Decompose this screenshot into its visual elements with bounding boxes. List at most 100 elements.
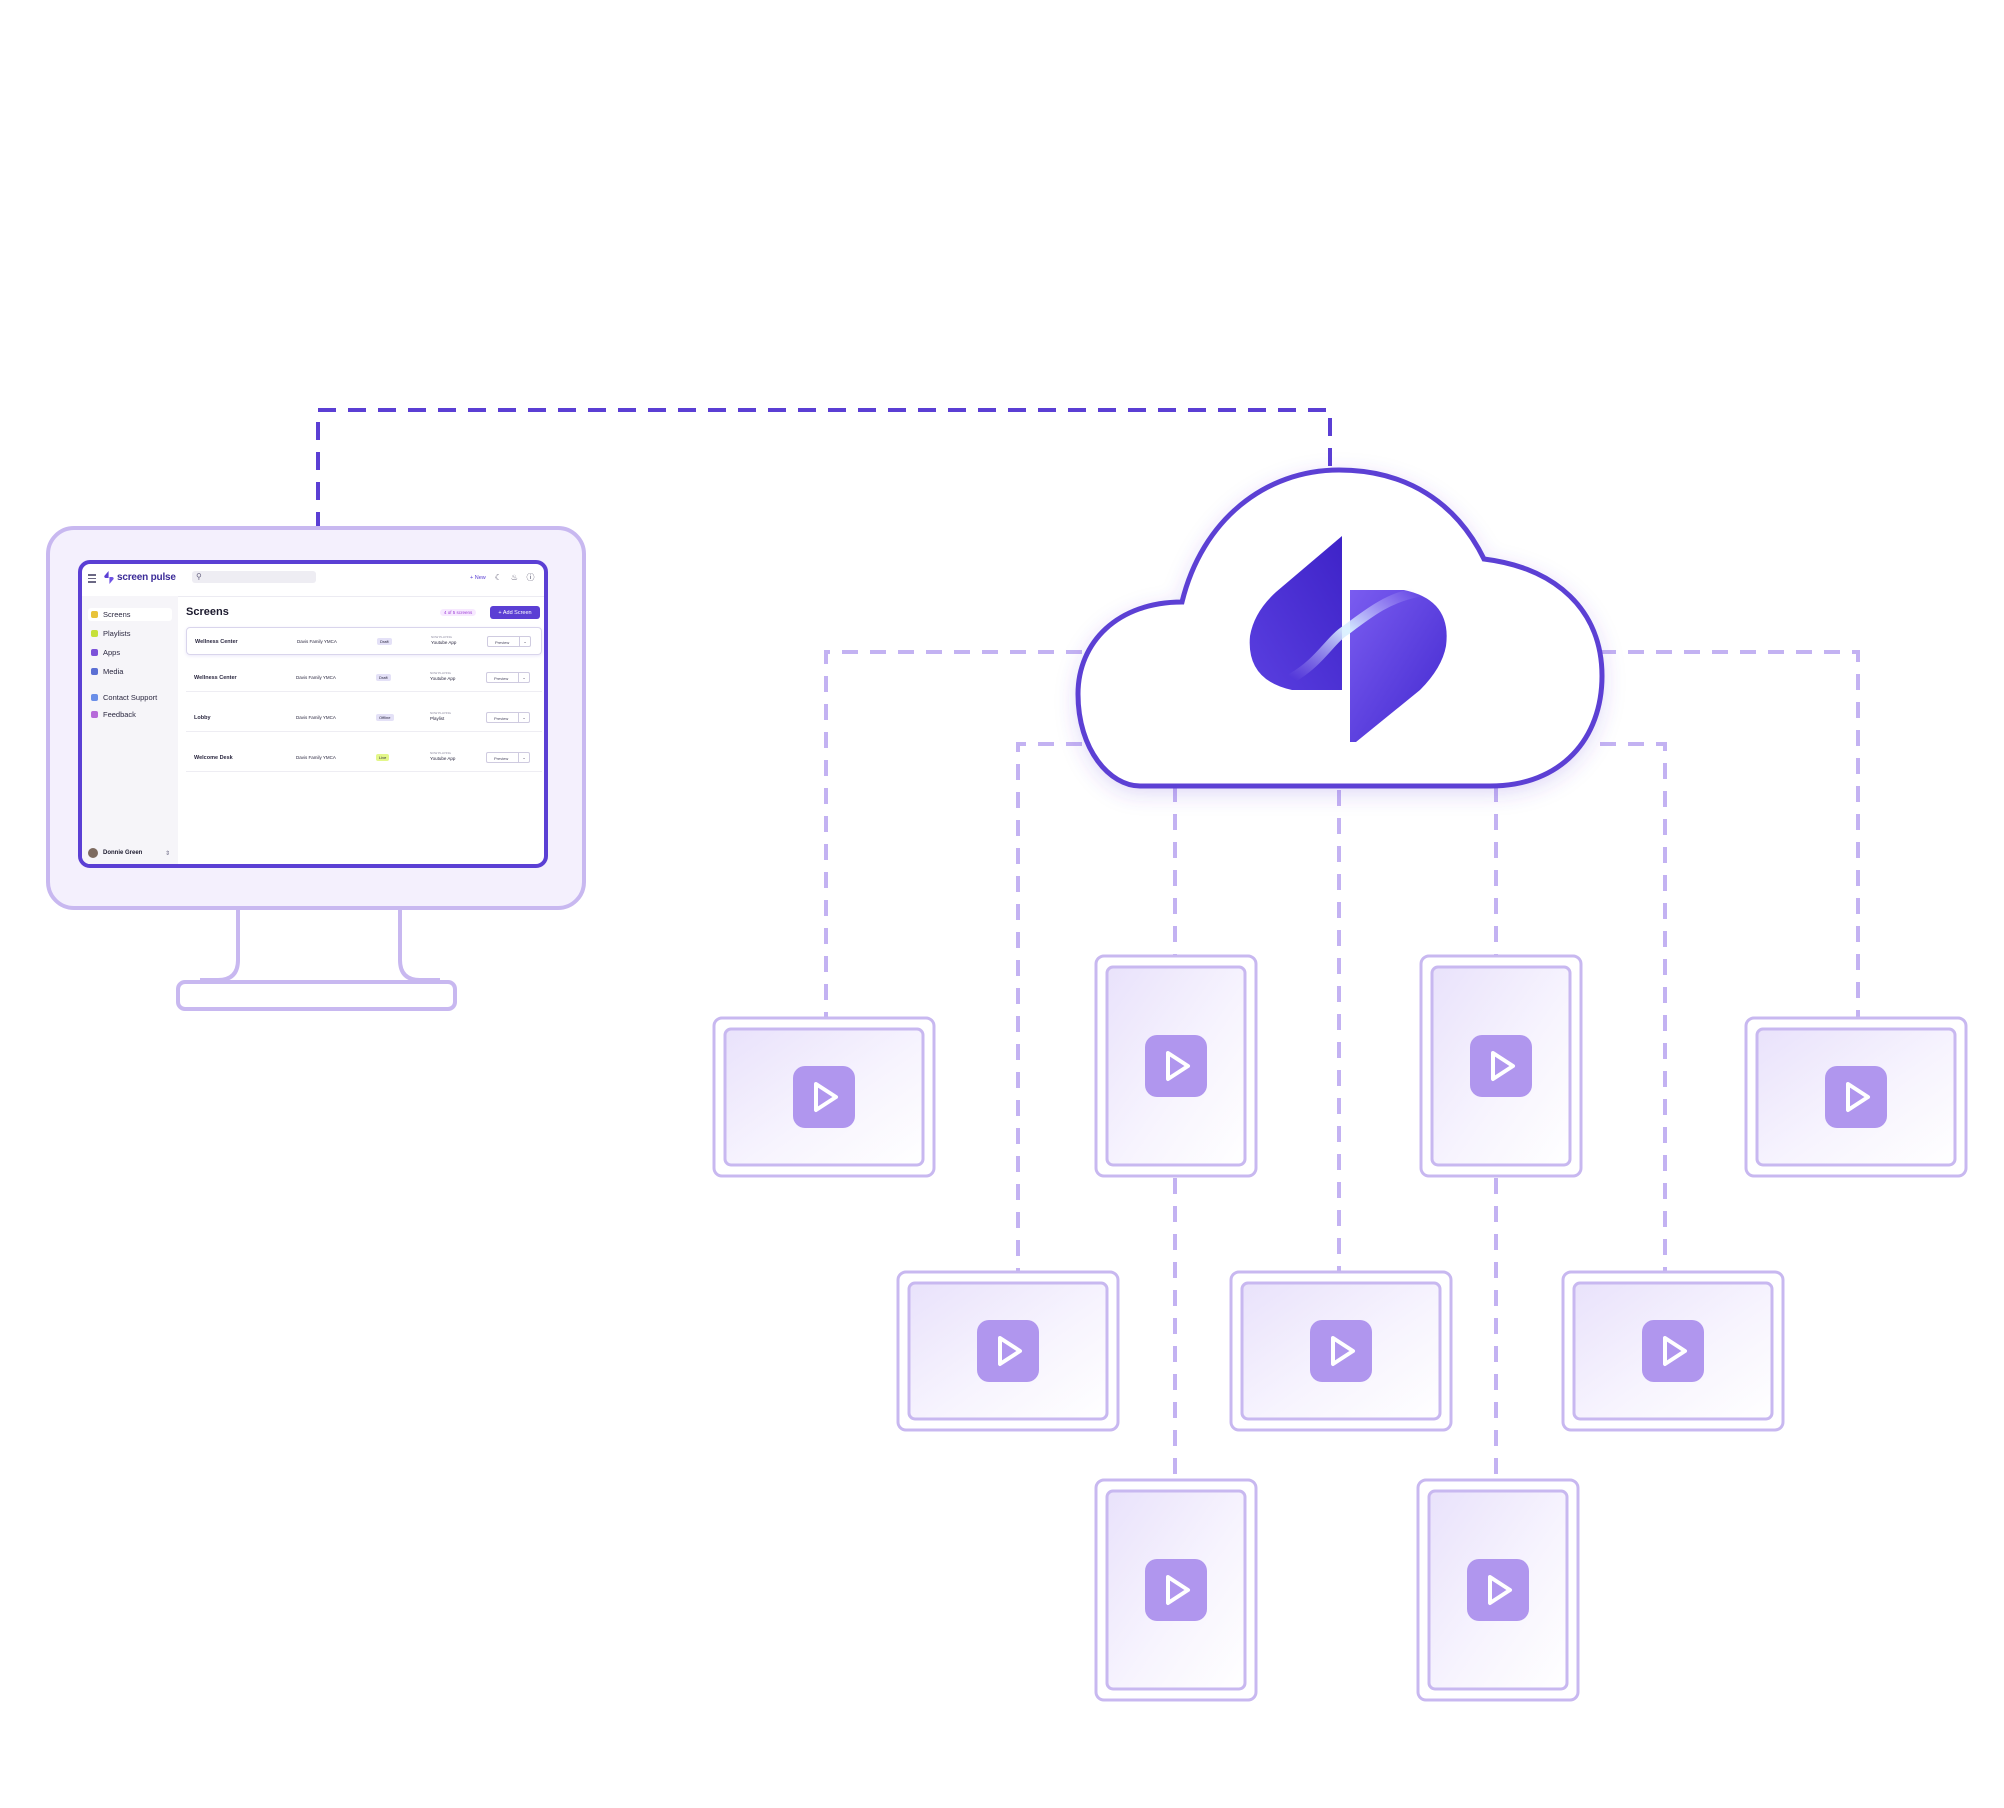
source-header: NOW PLAYING: [430, 711, 451, 715]
play-icon: [91, 630, 98, 637]
play-button: [1825, 1066, 1887, 1128]
device-screen: [1094, 954, 1258, 1178]
preview-button[interactable]: Preview ⌄: [486, 672, 530, 683]
preview-label: Preview: [494, 756, 509, 761]
play-triangle: [1491, 1051, 1515, 1081]
preview-button[interactable]: Preview ⌄: [486, 752, 530, 763]
row-name: Lobby: [194, 715, 211, 721]
play-triangle: [1166, 1051, 1190, 1081]
device-screen: [1094, 1478, 1258, 1702]
status-badge: 4 of 5 screens: [440, 609, 477, 616]
sidebar-item-label: Screens: [103, 610, 131, 619]
play-button: [1310, 1320, 1372, 1382]
play-icon[interactable]: [1145, 1035, 1207, 1097]
status-badge: Draft: [377, 638, 392, 645]
device-screen: [1416, 1478, 1580, 1702]
app-logo[interactable]: screen pulse: [104, 571, 176, 584]
status-badge: Offline: [376, 714, 394, 721]
row-location: Davis Family YMCA: [296, 715, 336, 720]
device-screen: [896, 1270, 1120, 1432]
logo-glow: [1287, 587, 1423, 683]
connector-left-inner: [1016, 742, 1082, 1272]
row-location: Davis Family YMCA: [296, 675, 336, 680]
device-screen: [1744, 1016, 1968, 1178]
table-row[interactable]: Welcome Desk Davis Family YMCA Live NOW …: [186, 744, 542, 772]
chevron-down-icon[interactable]: ⌄: [519, 637, 530, 646]
device-screen: [712, 1016, 936, 1178]
device-screen: [1229, 1270, 1453, 1432]
monitor-stand: [176, 980, 457, 1011]
connector-right-inner: [1600, 742, 1667, 1272]
device-screens: [712, 954, 1968, 1702]
preview-label: Preview: [495, 640, 510, 645]
bell-icon[interactable]: ♨: [510, 573, 519, 582]
page-title: Screens: [186, 606, 229, 618]
play-icon[interactable]: [1470, 1035, 1532, 1097]
play-triangle: [1663, 1336, 1687, 1366]
row-source: Youtube App: [430, 676, 456, 681]
play-icon[interactable]: [977, 1320, 1039, 1382]
sidebar-item-playlists[interactable]: Playlists: [88, 627, 172, 640]
play-triangle: [998, 1336, 1022, 1366]
preview-label: Preview: [494, 716, 509, 721]
table-row[interactable]: Lobby Davis Family YMCA Offline NOW PLAY…: [186, 704, 542, 732]
logo-right-half: [1350, 590, 1447, 742]
chevron-updown-icon: ⇕: [164, 850, 170, 857]
moon-icon[interactable]: ☾: [494, 573, 503, 582]
row-name: Welcome Desk: [194, 755, 233, 761]
play-icon[interactable]: [1310, 1320, 1372, 1382]
help-icon[interactable]: ⓘ: [526, 573, 535, 582]
sidebar-item-label: Media: [103, 667, 124, 676]
play-icon[interactable]: [1825, 1066, 1887, 1128]
table-row[interactable]: Wellness Center Davis Family YMCA Draft …: [186, 664, 542, 692]
image-icon: [91, 668, 98, 675]
row-source: Playlist: [430, 716, 445, 721]
sidebar-item-feedback[interactable]: Feedback: [88, 708, 172, 721]
sidebar-item-label: Contact Support: [103, 693, 158, 702]
chevron-down-icon[interactable]: ⌄: [518, 753, 529, 762]
screen-icon: [91, 611, 98, 618]
play-icon[interactable]: [1467, 1559, 1529, 1621]
new-button[interactable]: + New: [470, 575, 486, 581]
support-icon: [91, 694, 98, 701]
sidebar-item-contact-support[interactable]: Contact Support: [88, 691, 172, 704]
play-icon[interactable]: [793, 1066, 855, 1128]
sidebar: Screens Playlists Apps Media Contact Sup…: [82, 596, 178, 864]
row-source: Youtube App: [430, 756, 456, 761]
app-screenshot: screen pulse ⚲ + New ☾ ♨ ⓘ Screens Playl…: [78, 560, 548, 868]
brand-name: screen pulse: [117, 572, 176, 583]
chevron-down-icon[interactable]: ⌄: [518, 713, 529, 722]
screen-pulse-logo-icon: [1249, 536, 1447, 742]
sidebar-item-media[interactable]: Media: [88, 665, 172, 678]
main-content: Screens 4 of 5 screens + Add Screen Well…: [178, 596, 544, 864]
play-triangle: [1331, 1336, 1355, 1366]
sidebar-item-screens[interactable]: Screens: [88, 608, 172, 621]
status-badge: Live: [376, 754, 390, 761]
play-icon[interactable]: [1145, 1559, 1207, 1621]
play-button: [1467, 1559, 1529, 1621]
monitor-neck: [200, 908, 440, 982]
add-screen-button[interactable]: + Add Screen: [490, 606, 540, 619]
preview-button[interactable]: Preview ⌄: [487, 636, 531, 647]
sidebar-item-apps[interactable]: Apps: [88, 646, 172, 659]
row-source: Youtube App: [431, 640, 457, 645]
table-row[interactable]: Wellness Center Davis Family YMCA Draft …: [186, 627, 542, 655]
status-badge: Draft: [376, 674, 391, 681]
feedback-icon: [91, 711, 98, 718]
menu-icon[interactable]: [88, 574, 96, 583]
sidebar-item-label: Apps: [103, 648, 121, 657]
row-name: Wellness Center: [195, 639, 238, 645]
play-icon[interactable]: [1642, 1320, 1704, 1382]
user-menu[interactable]: Donnie Green ⇕: [88, 848, 172, 858]
user-name: Donnie Green: [103, 850, 143, 856]
chevron-down-icon[interactable]: ⌄: [518, 673, 529, 682]
search-input[interactable]: ⚲: [192, 571, 316, 583]
search-icon: ⚲: [196, 572, 202, 581]
row-location: Davis Family YMCA: [297, 639, 337, 644]
preview-label: Preview: [494, 676, 509, 681]
connector-left-outer: [824, 650, 1082, 1018]
preview-button[interactable]: Preview ⌄: [486, 712, 530, 723]
grid-icon: [91, 649, 98, 656]
play-button: [977, 1320, 1039, 1382]
